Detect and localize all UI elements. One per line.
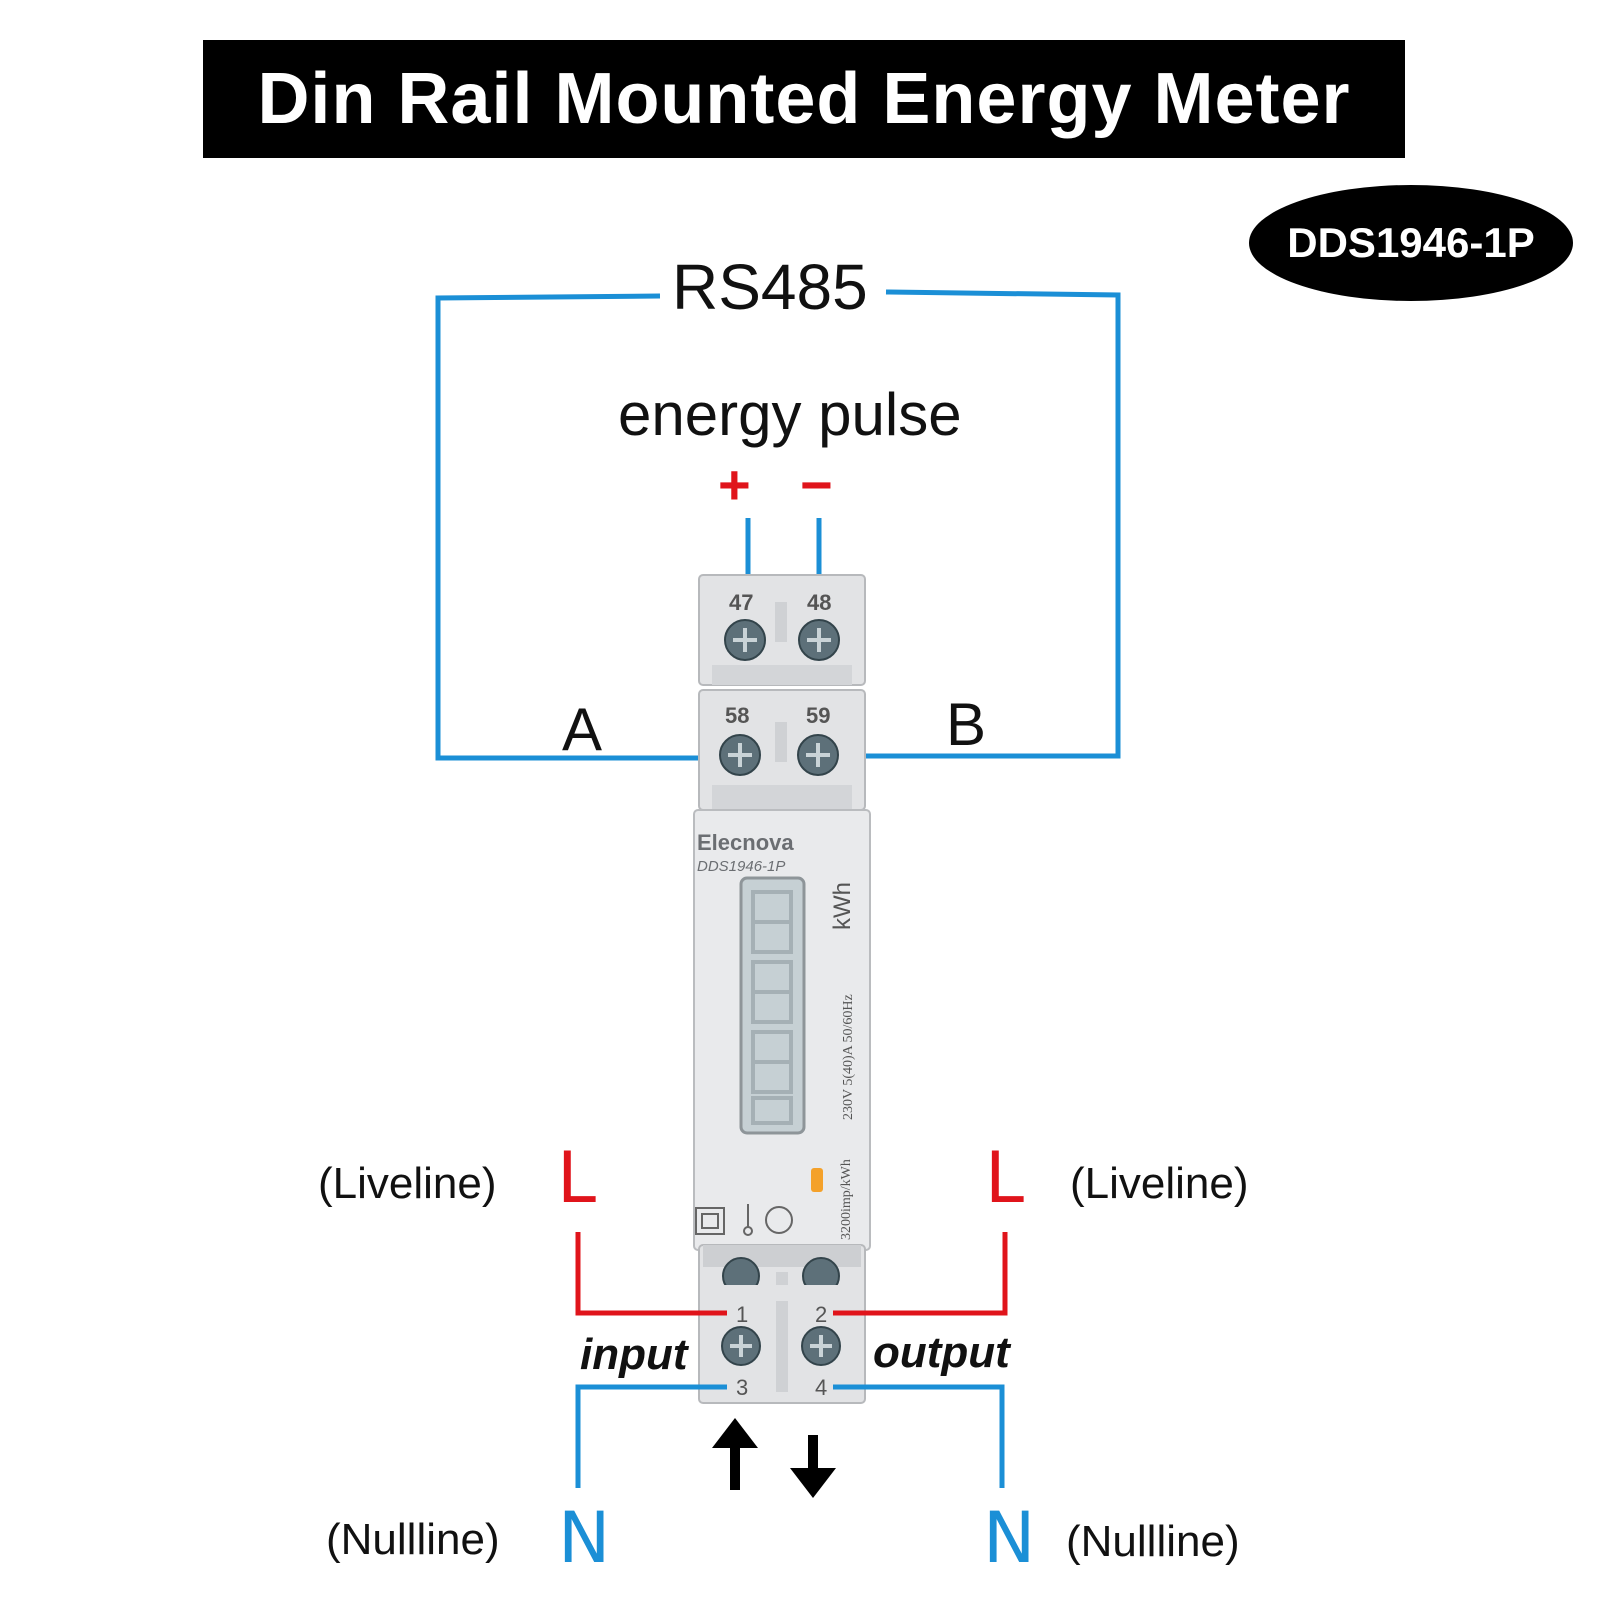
liveline-left-label: (Liveline) [318, 1159, 497, 1208]
rs485-b-label: B [946, 691, 987, 758]
terminal-2: 2 [815, 1302, 827, 1327]
meter-device: 47 48 58 59 Elecnova DDS1946-1P kWh 230V… [693, 574, 871, 1404]
neutral-n-left-label: N [558, 1497, 611, 1579]
terminal-59: 59 [806, 703, 830, 728]
input-label: input [580, 1330, 688, 1379]
live-wire-output [833, 1232, 1008, 1316]
energy-pulse-label: energy pulse [618, 381, 962, 448]
neutral-n-right-label: N [983, 1497, 1036, 1579]
nullline-right-label: (Nullline) [1066, 1517, 1240, 1566]
terminal-3: 3 [736, 1375, 748, 1400]
liveline-right-label: (Liveline) [1070, 1159, 1249, 1208]
rs485-label: RS485 [672, 251, 868, 323]
pulse-plus-label: + [718, 453, 751, 516]
terminal-47: 47 [729, 590, 753, 615]
neutral-wire-output [833, 1384, 1005, 1488]
rs485-wire-a [435, 293, 718, 761]
output-label: output [873, 1328, 1010, 1377]
constant-label: 3200imp/kWh [839, 1159, 854, 1240]
live-wire-input [575, 1232, 727, 1316]
model-badge: DDS1946-1P [1249, 185, 1573, 301]
unit-label: kWh [829, 882, 856, 930]
up-arrow-icon [712, 1418, 758, 1490]
pulse-minus-label: − [800, 453, 833, 516]
pulse-led [811, 1168, 823, 1192]
neutral-wire-input [575, 1384, 727, 1488]
meter-brand: Elecnova [697, 830, 794, 855]
nullline-left-label: (Nullline) [326, 1515, 500, 1564]
live-l-right-label: L [985, 1137, 1024, 1219]
terminal-58: 58 [725, 703, 749, 728]
lcd-display [739, 876, 806, 1135]
rs485-a-label: A [562, 696, 603, 763]
terminal-48: 48 [807, 590, 831, 615]
meter-model: DDS1946-1P [697, 858, 785, 875]
live-l-left-label: L [557, 1137, 596, 1219]
down-arrow-icon [790, 1435, 836, 1498]
rs485-wire-b [818, 289, 1121, 759]
terminal-1: 1 [736, 1302, 748, 1327]
page-title: Din Rail Mounted Energy Meter [203, 40, 1405, 158]
class-symbol [765, 1206, 793, 1234]
rating-label: 230V 5(40)A 50/60Hz [841, 994, 856, 1120]
terminal-4: 4 [815, 1375, 827, 1400]
